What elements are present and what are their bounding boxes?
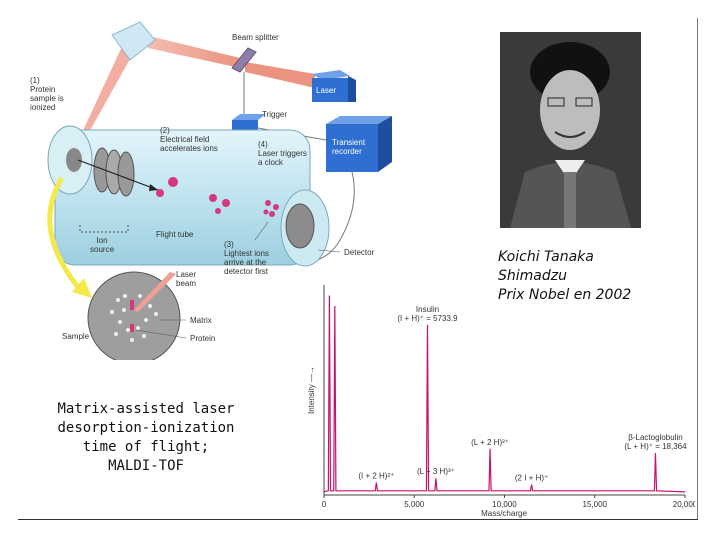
caption-line: Matrix-assisted laser — [57, 401, 235, 417]
divider-vertical — [697, 18, 698, 520]
peak-label: (L + 3 H)³⁺ — [417, 467, 455, 476]
mass-spectrum-chart: 0 5,000 10,000 15,000 20,000 (I + 2 H)²⁺ Insu… — [307, 285, 695, 518]
label-step4: (4) Laser triggers a clock — [258, 140, 307, 167]
sample-zoom-arrow — [47, 176, 84, 294]
maldi-instrument-diagram — [47, 21, 392, 360]
label-matrix: Matrix — [190, 316, 212, 325]
y-axis-label: Intensity —→ — [307, 366, 316, 414]
sample-zoom-arrowhead — [72, 278, 92, 298]
caption-line: desorption-ionization — [57, 420, 235, 436]
x-axis-label: Mass/charge — [481, 509, 527, 518]
laureate-name: Koichi Tanaka — [498, 249, 594, 265]
x-tick-label: 5,000 — [404, 500, 425, 509]
peak-label: (L + 2 H)²⁺ — [471, 438, 509, 447]
x-tick-label: 15,000 — [583, 500, 608, 509]
laser-beam — [74, 40, 135, 152]
x-tick-label: 10,000 — [492, 500, 517, 509]
ion-path-arrowhead — [149, 184, 158, 191]
label-step2: (2) Electrical field accelerates ions — [160, 126, 218, 153]
detector-leader — [317, 249, 341, 253]
label-laser: Laser — [316, 86, 337, 95]
sample-magnified — [87, 271, 187, 360]
label-detector: Detector — [344, 248, 375, 257]
flight-tube — [47, 125, 330, 267]
portrait-photo — [500, 32, 641, 228]
laser-beam — [245, 62, 315, 88]
label-transient-recorder: Transient recorder — [332, 138, 366, 156]
label-beam-splitter: Beam splitter — [232, 33, 279, 42]
label-trigger: Trigger — [262, 110, 288, 119]
label-step3: (3) Lightest ions arrive at the detector… — [224, 240, 269, 276]
caption-line: time of flight; — [82, 439, 210, 455]
laureate-award: Prix Nobel en 2002 — [498, 287, 632, 303]
label-laser-beam: Laser beam — [176, 270, 197, 288]
label-protein: Protein — [190, 334, 216, 343]
spectrum-series-line — [323, 295, 686, 493]
laser-box — [312, 70, 356, 102]
portrait-caption: Koichi Tanaka Shimadzu Prix Nobel en 200… — [498, 248, 631, 305]
laser-beam — [145, 35, 240, 68]
label-ion-source: Ion source — [90, 236, 115, 254]
divider-horizontal — [18, 519, 698, 520]
x-tick-label: 0 — [322, 500, 327, 509]
caption-line: MALDI-TOF — [108, 458, 184, 474]
step3-leader — [254, 221, 269, 241]
laureate-company: Shimadzu — [498, 268, 567, 284]
transient-recorder-box — [326, 116, 392, 172]
peak-label: Insulin(I + H)⁺ = 5733.9 — [397, 305, 458, 323]
signal-cable — [309, 171, 355, 263]
maldi-caption: Matrix-assisted laser desorption-ionizat… — [56, 400, 236, 476]
ion-particles — [156, 177, 279, 217]
prism — [111, 21, 156, 61]
peak-label: (2 I + H)⁺ — [515, 474, 548, 483]
beam-splitter — [231, 47, 257, 73]
label-step1: (1) Protein sample is ionized — [30, 76, 64, 112]
ion-path-arrow — [77, 159, 159, 191]
label-flight-tube: Flight tube — [156, 230, 194, 239]
peak-label: (I + 2 H)²⁺ — [358, 471, 394, 480]
x-tick-label: 20,000 — [673, 500, 695, 509]
label-sample: Sample — [62, 332, 90, 341]
peak-label: β-Lactoglobulin(L + H)⁺ = 18,364 — [624, 433, 687, 451]
